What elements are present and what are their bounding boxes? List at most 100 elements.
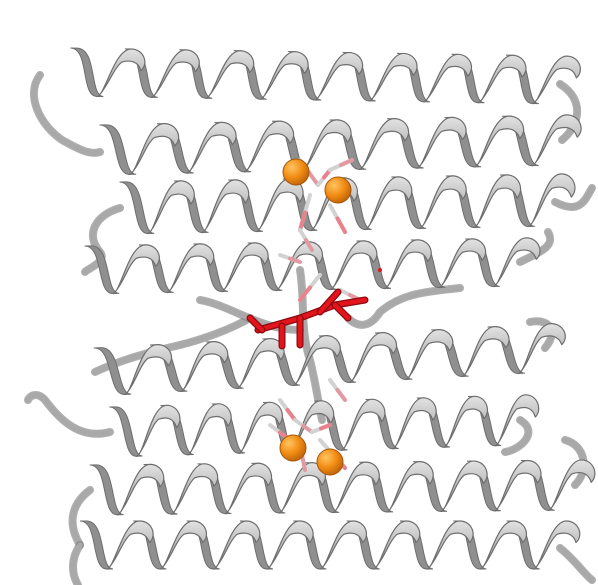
helix-front-face: [473, 174, 522, 229]
helix-front-face: [116, 463, 165, 516]
helix-front-face: [443, 395, 488, 448]
helix-front-face: [422, 53, 473, 103]
helix-front-face: [224, 462, 273, 515]
loop-segment: [344, 284, 464, 329]
helix-front-face: [383, 239, 432, 290]
helix-front-face: [96, 48, 146, 98]
side-chain-oxygen: [335, 216, 347, 234]
ligand-bond: [332, 302, 351, 321]
helix-front-face: [123, 344, 173, 396]
helix-front-face: [147, 180, 195, 235]
loop-segment: [557, 545, 595, 583]
loop-segment: [562, 437, 587, 488]
helix-back-face: [79, 520, 114, 570]
side-chain-oxygen: [304, 238, 314, 252]
side-chain-oxygen: [335, 388, 347, 402]
loop-segment: [197, 297, 303, 333]
helix-front-face: [259, 51, 309, 100]
helix-front-face: [477, 54, 527, 104]
helix-front-face: [186, 121, 237, 174]
helix-front-face: [332, 461, 380, 514]
loop-segment: [557, 81, 580, 143]
ligand-bond: [247, 315, 265, 333]
ligand-sticks-icon: [246, 268, 382, 350]
helix-front-face: [201, 179, 250, 234]
loop-layer: [24, 71, 596, 585]
helix-front-face: [426, 520, 474, 570]
loop-segment: [517, 229, 553, 265]
helix-front-face: [266, 520, 314, 570]
helix-front-face: [418, 175, 467, 230]
helix-front-face: [527, 173, 576, 228]
helix-back-face: [119, 181, 155, 234]
helix-front-face: [319, 520, 367, 570]
helix-front-face: [494, 394, 540, 447]
helix-front-face: [329, 240, 378, 291]
helix-front-face: [416, 116, 467, 169]
loop-segment: [345, 285, 463, 328]
helix-back-face: [89, 464, 124, 516]
helix-front-face: [364, 176, 413, 231]
side-chain-oxygen: [298, 285, 312, 302]
helix-front-face: [278, 462, 326, 514]
helix-front-face: [128, 123, 180, 175]
helix-front-face: [372, 520, 421, 570]
helix-ribbon-icon: [79, 520, 581, 570]
helix-ribbon-icon: [93, 323, 566, 396]
metal-sphere-icon: [316, 448, 344, 476]
ligand-atom: [378, 268, 382, 272]
helix-front-face: [517, 323, 566, 375]
loop-segment: [24, 391, 114, 438]
loop-segment: [552, 185, 595, 210]
helix-front-face: [301, 119, 352, 172]
helix-front-face: [180, 341, 229, 393]
helix-front-face: [292, 335, 341, 387]
helix-front-face: [492, 237, 541, 288]
side-chain-oxygen: [339, 158, 354, 167]
helix-front-face: [368, 52, 418, 102]
helix-front-face: [493, 459, 542, 512]
helix-front-face: [243, 120, 295, 173]
helix-ribbon-icon: [70, 47, 581, 105]
helix-front-face: [314, 51, 364, 101]
helix-front-face: [531, 114, 582, 167]
loop-segment: [502, 417, 532, 455]
ligand-bond: [332, 297, 368, 308]
side-chain-oxygen: [307, 170, 320, 187]
helix-front-face: [532, 520, 581, 570]
helix-front-face: [106, 520, 154, 570]
side-chain-oxygen: [285, 408, 297, 422]
helix-front-face: [340, 398, 386, 451]
helix-ribbon-icon: [84, 237, 541, 295]
helix-front-face: [159, 520, 207, 570]
side-chain-oxygen: [298, 210, 307, 232]
helix-front-face: [220, 242, 269, 293]
helix-ribbon-icon: [99, 114, 582, 175]
helix-front-face: [212, 520, 261, 570]
helix-front-face: [255, 178, 304, 233]
helix-front-face: [275, 241, 323, 292]
metal-ion-layer: [279, 158, 352, 476]
helix-front-face: [238, 401, 283, 454]
side-chain-oxygen: [319, 423, 332, 431]
helix-front-face: [531, 55, 581, 105]
side-chain-oxygen: [300, 455, 307, 472]
helix-layer: [70, 47, 596, 570]
loop-segment: [92, 315, 253, 375]
helix-front-face: [386, 461, 434, 513]
metal-sphere-icon: [279, 434, 307, 462]
loop-segment: [69, 487, 93, 548]
helix-front-face: [205, 50, 255, 99]
metal-sphere-icon: [324, 176, 352, 204]
helix-front-face: [439, 460, 488, 512]
helix-front-face: [358, 118, 410, 170]
helix-ribbon-icon: [89, 459, 596, 516]
helix-front-face: [170, 463, 219, 515]
helix-front-face: [473, 115, 525, 168]
helix-front-face: [166, 243, 215, 294]
helix-front-face: [547, 459, 596, 511]
helix-front-face: [150, 49, 200, 98]
helix-front-face: [135, 404, 181, 457]
